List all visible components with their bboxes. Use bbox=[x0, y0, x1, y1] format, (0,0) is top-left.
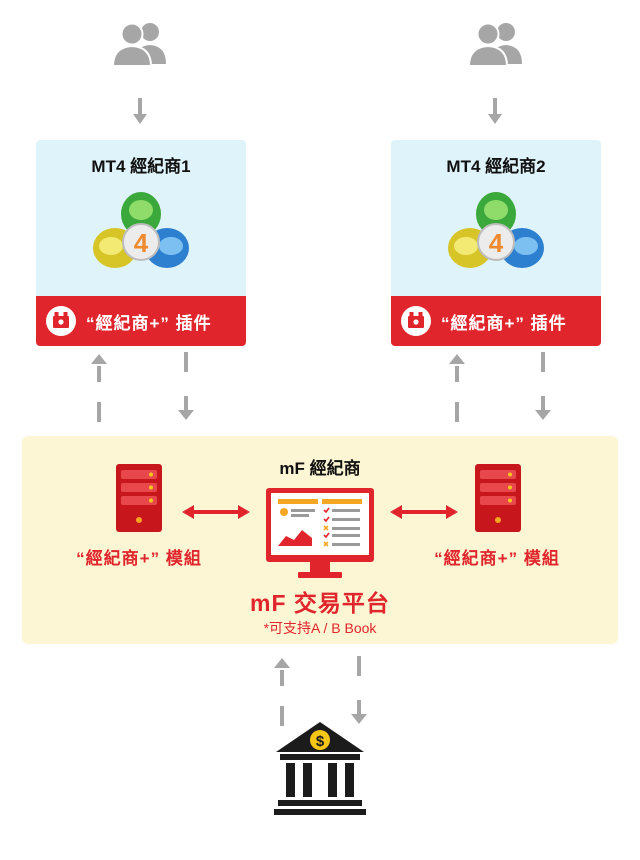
arrow-down-dashed bbox=[178, 352, 194, 420]
arrow-down bbox=[133, 98, 147, 124]
arrow-down bbox=[488, 98, 502, 124]
double-arrow bbox=[182, 505, 250, 519]
arrow-down-dashed bbox=[535, 352, 551, 420]
broker-title: MT4 經紀商1 bbox=[91, 157, 191, 176]
server-icon bbox=[475, 464, 521, 532]
module-label-left: “經紀商+” 模組 bbox=[76, 549, 202, 568]
users-icon bbox=[111, 22, 166, 67]
plugin-bar: “經紀商+” 插件 bbox=[391, 296, 601, 346]
mt4-logo-icon: 4 bbox=[448, 192, 544, 268]
plugin-bar: “經紀商+” 插件 bbox=[36, 296, 246, 346]
mf-broker-title: mF 經紀商 bbox=[279, 459, 361, 478]
arrow-up-dashed bbox=[91, 354, 107, 422]
users-icon bbox=[467, 22, 522, 67]
double-arrow bbox=[390, 505, 458, 519]
module-label-right: “經紀商+” 模組 bbox=[434, 549, 560, 568]
server-icon bbox=[116, 464, 162, 532]
platform-monitor-icon bbox=[266, 488, 374, 578]
broker-card-2: MT4 經紀商2 4 “經紀商+” 插件 bbox=[391, 140, 601, 346]
plugin-icon bbox=[401, 306, 431, 336]
svg-text:4: 4 bbox=[489, 228, 504, 258]
platform-note: *可支持A / B Book bbox=[263, 620, 377, 636]
platform-title: mF 交易平台 bbox=[250, 590, 390, 616]
arrow-up-dashed bbox=[274, 658, 290, 726]
svg-text:$: $ bbox=[316, 733, 325, 750]
plugin-label: “經紀商+” 插件 bbox=[441, 314, 567, 333]
arrow-up-dashed bbox=[449, 354, 465, 422]
broker-title: MT4 經紀商2 bbox=[446, 157, 546, 176]
mf-broker-panel: mF 經紀商 “經紀商+” 模組 bbox=[22, 436, 618, 644]
plugin-label: “經紀商+” 插件 bbox=[86, 314, 212, 333]
plugin-icon bbox=[46, 306, 76, 336]
broker-card-1: MT4 經紀商1 4 “經紀商+” 插件 bbox=[36, 140, 246, 346]
svg-text:4: 4 bbox=[134, 228, 149, 258]
bank-icon: $ bbox=[274, 722, 366, 815]
mt4-logo-icon: 4 bbox=[93, 192, 189, 268]
arrow-down-dashed bbox=[351, 656, 367, 724]
